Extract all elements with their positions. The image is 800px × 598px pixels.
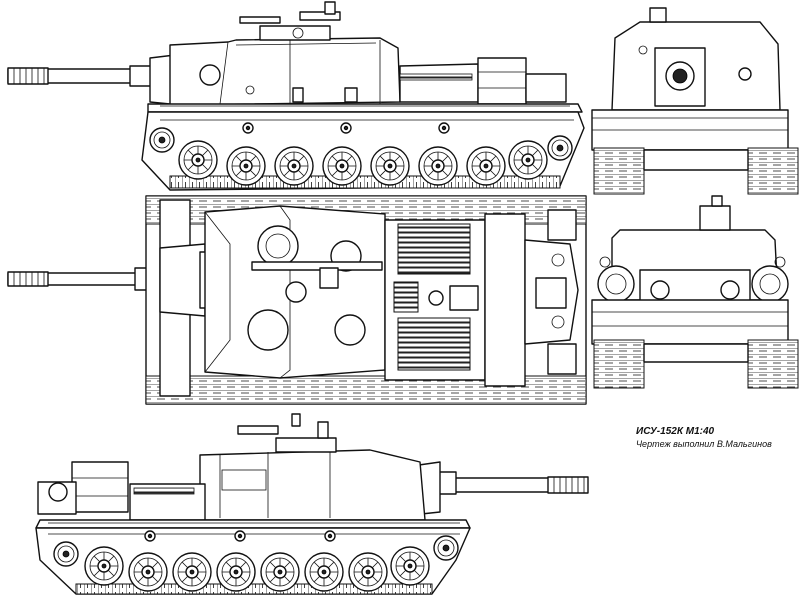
- drawing-caption: ИСУ-152К М1:40 Чертеж выполнил В.Мальгин…: [636, 426, 772, 449]
- caption-title: ИСУ-152К М1:40: [636, 426, 715, 437]
- side-view-bottom: [35, 413, 589, 595]
- rear-view: [591, 195, 799, 389]
- side-view-top: [7, 1, 585, 191]
- top-view: [7, 195, 587, 405]
- caption-author: Чертеж выполнил В.Мальгинов: [636, 439, 772, 449]
- front-view: [591, 7, 799, 195]
